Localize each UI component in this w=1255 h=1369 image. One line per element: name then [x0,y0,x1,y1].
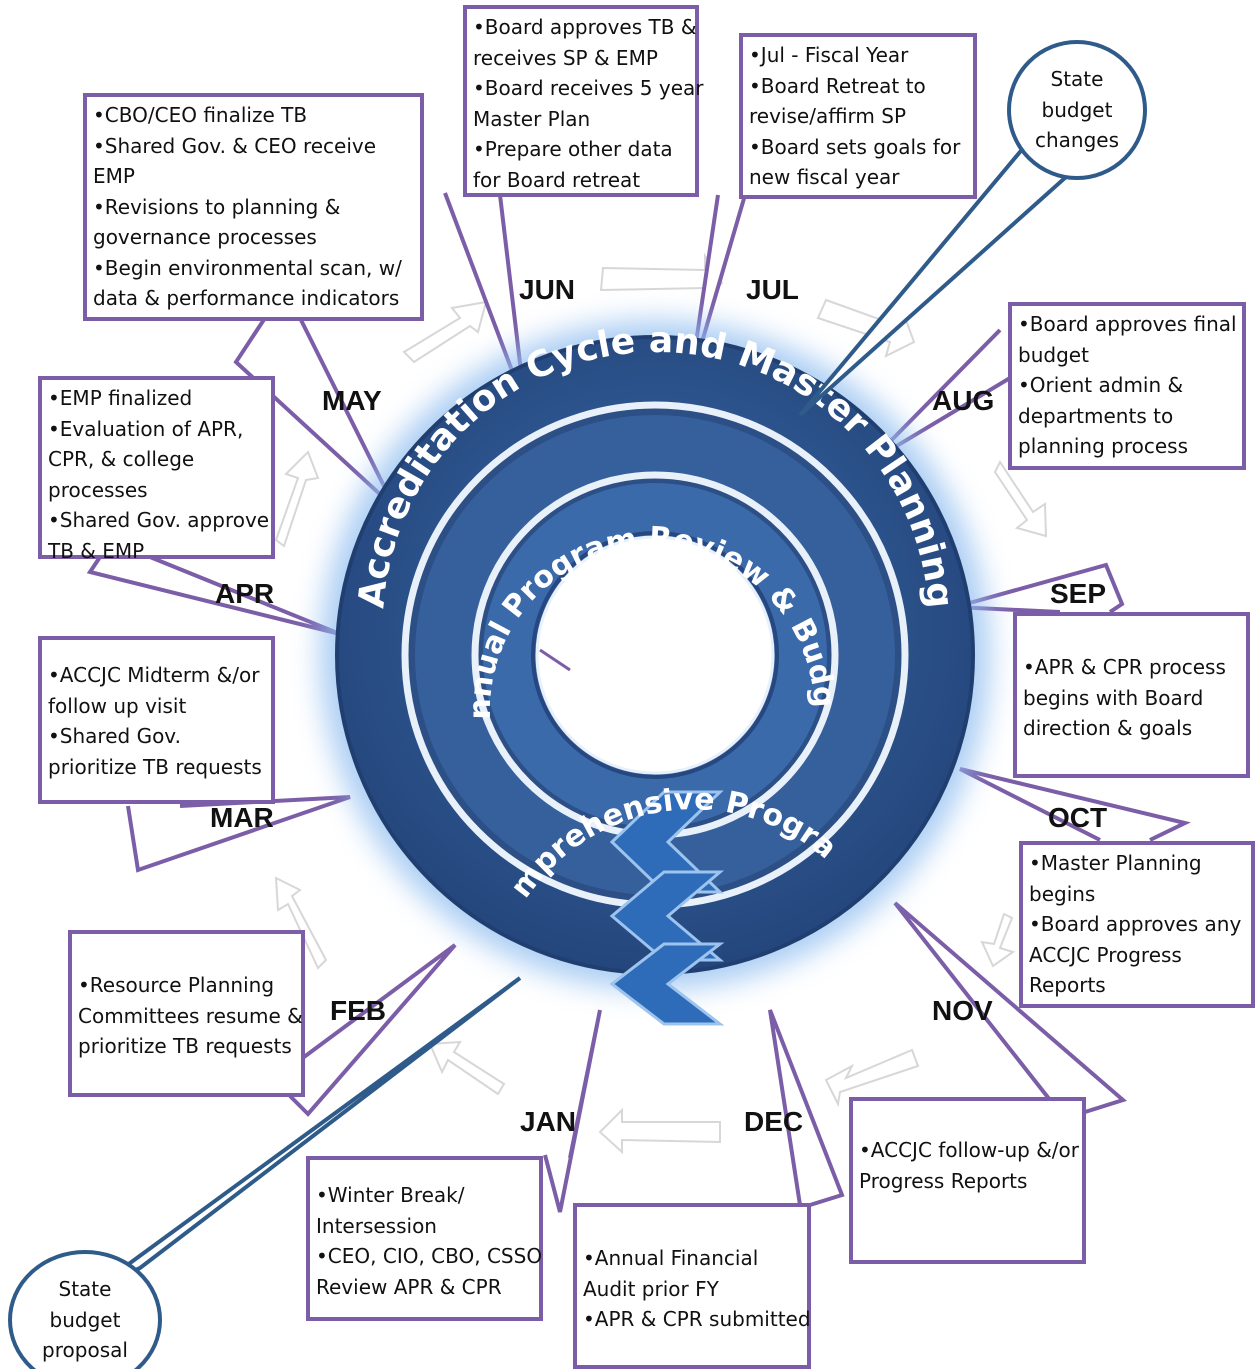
chevron-3 [609,942,725,1026]
pointer-may-top [233,316,397,510]
bubble-proposal-text: State budget proposal [42,1277,128,1362]
flow-arrow-apr-may [274,450,320,548]
pointer-oct [959,767,1191,842]
callout-may-top: •CBO/CEO finalize TB•Shared Gov. & CEO r… [83,93,424,321]
flow-arrow-nov-dec [824,1048,920,1108]
flow-arrow-dec-jan [598,1107,721,1155]
pointer-nov [893,901,1128,1114]
flow-arrow-oct-nov [980,912,1016,968]
month-nov: NOV [932,995,993,1026]
pointer-jan [543,1009,602,1213]
callout-apr: •EMP finalized•Evaluation of APR,CPR, & … [38,376,275,563]
month-mar: MAR [210,802,274,833]
flow-arrow-jan-feb [428,1040,506,1096]
callout-jun: •Board approves TB &receives SP & EMP•Bo… [463,5,704,197]
bubble-changes-text: State budget changes [1034,67,1120,152]
pointer-sep [954,562,1125,614]
flow-arrow-aug-sep [993,460,1048,538]
pointer-dec [768,1009,845,1207]
pointer-feb [288,943,457,1117]
pointer-apr [86,555,341,636]
month-apr: APR [215,578,275,609]
month-may: MAY [322,385,382,416]
bubble-proposal [8,1250,162,1369]
month-feb: FEB [330,995,386,1026]
flow-arrow-may-jun [402,300,488,364]
bubble-changes [1007,40,1147,180]
month-dec: DEC [744,1106,804,1137]
month-jan: JAN [520,1106,577,1137]
state-budget-bubbles [8,40,1147,1369]
month-jul: JUL [746,274,799,305]
cycle-chevrons [609,790,725,1026]
month-sep: SEP [1050,578,1107,609]
month-oct: OCT [1048,802,1108,833]
flow-arrow-feb-mar [274,876,328,970]
ring-hole [535,535,775,775]
month-aug: AUG [932,385,995,416]
month-jun: JUN [519,274,576,305]
callout-jan: •Winter Break/Intersession•CEO, CIO, CBO… [306,1156,543,1321]
flow-arrows [274,252,1048,1155]
